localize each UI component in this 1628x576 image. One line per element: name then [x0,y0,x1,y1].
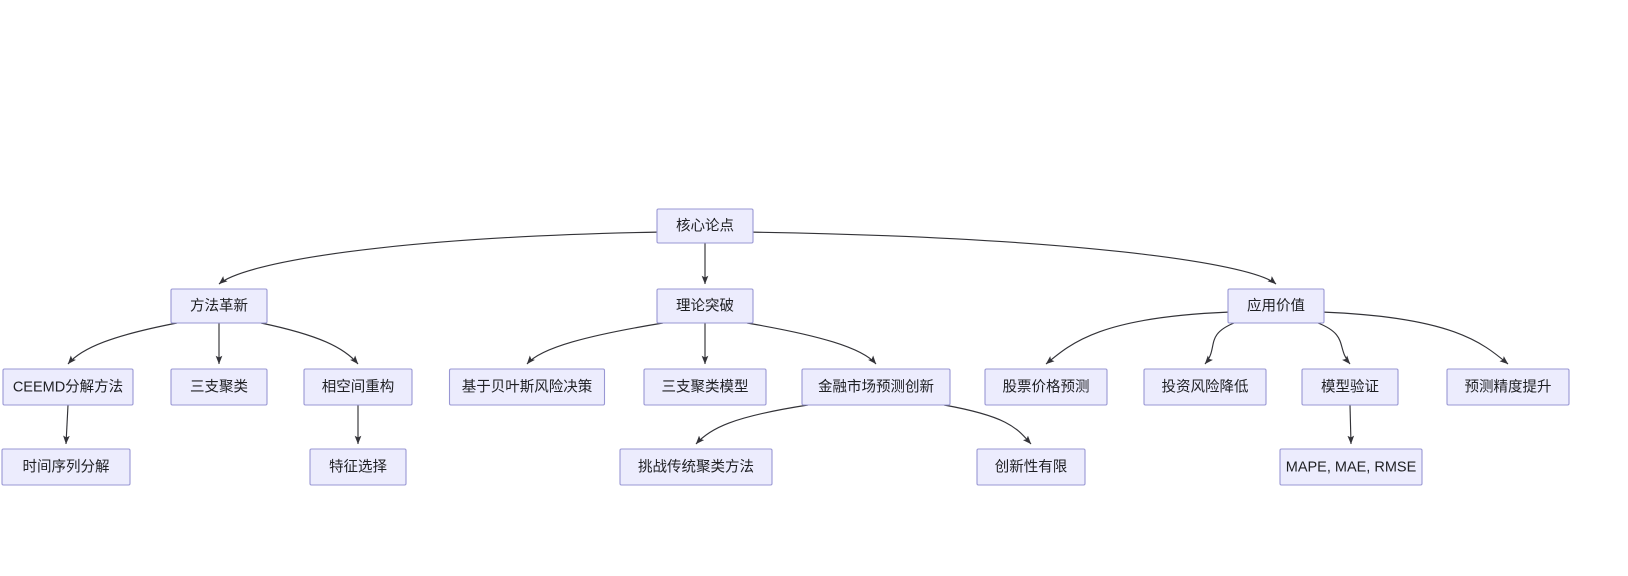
node-root[interactable]: 核心论点 [656,208,754,244]
node-stock-price[interactable]: 股票价格预测 [984,368,1108,406]
node-label-feature-select: 特征选择 [329,458,387,475]
node-label-phase-space: 相空间重构 [322,378,395,395]
node-accuracy-gain[interactable]: 预测精度提升 [1446,368,1570,406]
node-box-finance-innovation[interactable] [801,368,951,406]
node-label-risk-reduce: 投资风险降低 [1162,378,1249,395]
node-box-model-validation[interactable] [1301,368,1399,406]
node-phase-space[interactable]: 相空间重构 [303,368,413,406]
node-label-branch-theory: 理论突破 [676,297,734,314]
edge-application-to-model-validation [1317,322,1351,365]
edge-root-to-application [752,231,1277,285]
node-branch-theory[interactable]: 理论突破 [656,288,754,324]
node-label-finance-innovation: 金融市场预测创新 [818,378,934,395]
node-box-metrics[interactable] [1279,448,1423,486]
node-ceemd[interactable]: CEEMD分解方法 [2,368,134,406]
node-risk-reduce[interactable]: 投资风险降低 [1143,368,1267,406]
node-label-ceemd: CEEMD分解方法 [13,378,123,395]
node-model-validation[interactable]: 模型验证 [1301,368,1399,406]
node-label-challenge-cluster: 挑战传统聚类方法 [638,458,754,475]
node-box-risk-reduce[interactable] [1143,368,1267,406]
edge-root-to-method [218,231,658,285]
node-box-bayes-risk[interactable] [448,368,606,406]
node-box-phase-space[interactable] [303,368,413,406]
node-three-way-cluster[interactable]: 三支聚类 [170,368,268,406]
node-box-branch-method[interactable] [170,288,268,324]
node-label-stock-price: 股票价格预测 [1003,378,1090,395]
node-box-limited-novelty[interactable] [976,448,1086,486]
edge-method-to-phase-space [260,322,359,365]
edge-application-to-accuracy-gain [1323,311,1509,365]
node-challenge-cluster[interactable]: 挑战传统聚类方法 [619,448,773,486]
node-label-three-way-cluster: 三支聚类 [190,378,248,395]
node-box-branch-application[interactable] [1227,288,1325,324]
edge-layer [63,231,1509,445]
node-label-branch-method: 方法革新 [190,297,248,314]
node-box-three-way-model[interactable] [643,368,767,406]
node-box-ceemd[interactable] [2,368,134,406]
node-label-bayes-risk: 基于贝叶斯风险决策 [462,378,593,395]
node-branch-application[interactable]: 应用价值 [1227,288,1325,324]
node-time-series[interactable]: 时间序列分解 [1,448,131,486]
node-label-root: 核心论点 [676,217,734,234]
node-limited-novelty[interactable]: 创新性有限 [976,448,1086,486]
node-bayes-risk[interactable]: 基于贝叶斯风险决策 [448,368,606,406]
node-label-accuracy-gain: 预测精度提升 [1465,378,1552,395]
edge-finance-innovation-to-limited-novelty [943,404,1032,445]
node-label-branch-application: 应用价值 [1247,296,1305,314]
node-label-metrics: MAPE, MAE, RMSE [1286,459,1417,475]
node-label-three-way-model: 三支聚类模型 [662,378,749,395]
node-label-limited-novelty: 创新性有限 [995,458,1068,475]
node-label-time-series: 时间序列分解 [23,458,110,475]
node-box-accuracy-gain[interactable] [1446,368,1570,406]
node-box-stock-price[interactable] [984,368,1108,406]
node-three-way-model[interactable]: 三支聚类模型 [643,368,767,406]
edge-finance-innovation-to-challenge-cluster [695,404,809,445]
node-branch-method[interactable]: 方法革新 [170,288,268,324]
node-metrics[interactable]: MAPE, MAE, RMSE [1279,448,1423,486]
node-box-branch-theory[interactable] [656,288,754,324]
edge-theory-to-bayes-risk [526,322,664,365]
edge-ceemd-to-time-series [63,404,70,445]
node-box-challenge-cluster[interactable] [619,448,773,486]
edge-method-to-ceemd [67,322,178,365]
edge-theory-to-finance-innovation [746,322,877,365]
edge-application-to-stock-price [1045,311,1229,365]
node-box-feature-select[interactable] [309,448,407,486]
node-box-three-way-cluster[interactable] [170,368,268,406]
edge-model-validation-to-metrics [1347,404,1355,445]
node-box-root[interactable] [656,208,754,244]
node-label-model-validation: 模型验证 [1321,378,1379,395]
edge-application-to-risk-reduce [1204,322,1235,365]
node-finance-innovation[interactable]: 金融市场预测创新 [801,368,951,406]
node-feature-select[interactable]: 特征选择 [309,448,407,486]
node-box-time-series[interactable] [1,448,131,486]
